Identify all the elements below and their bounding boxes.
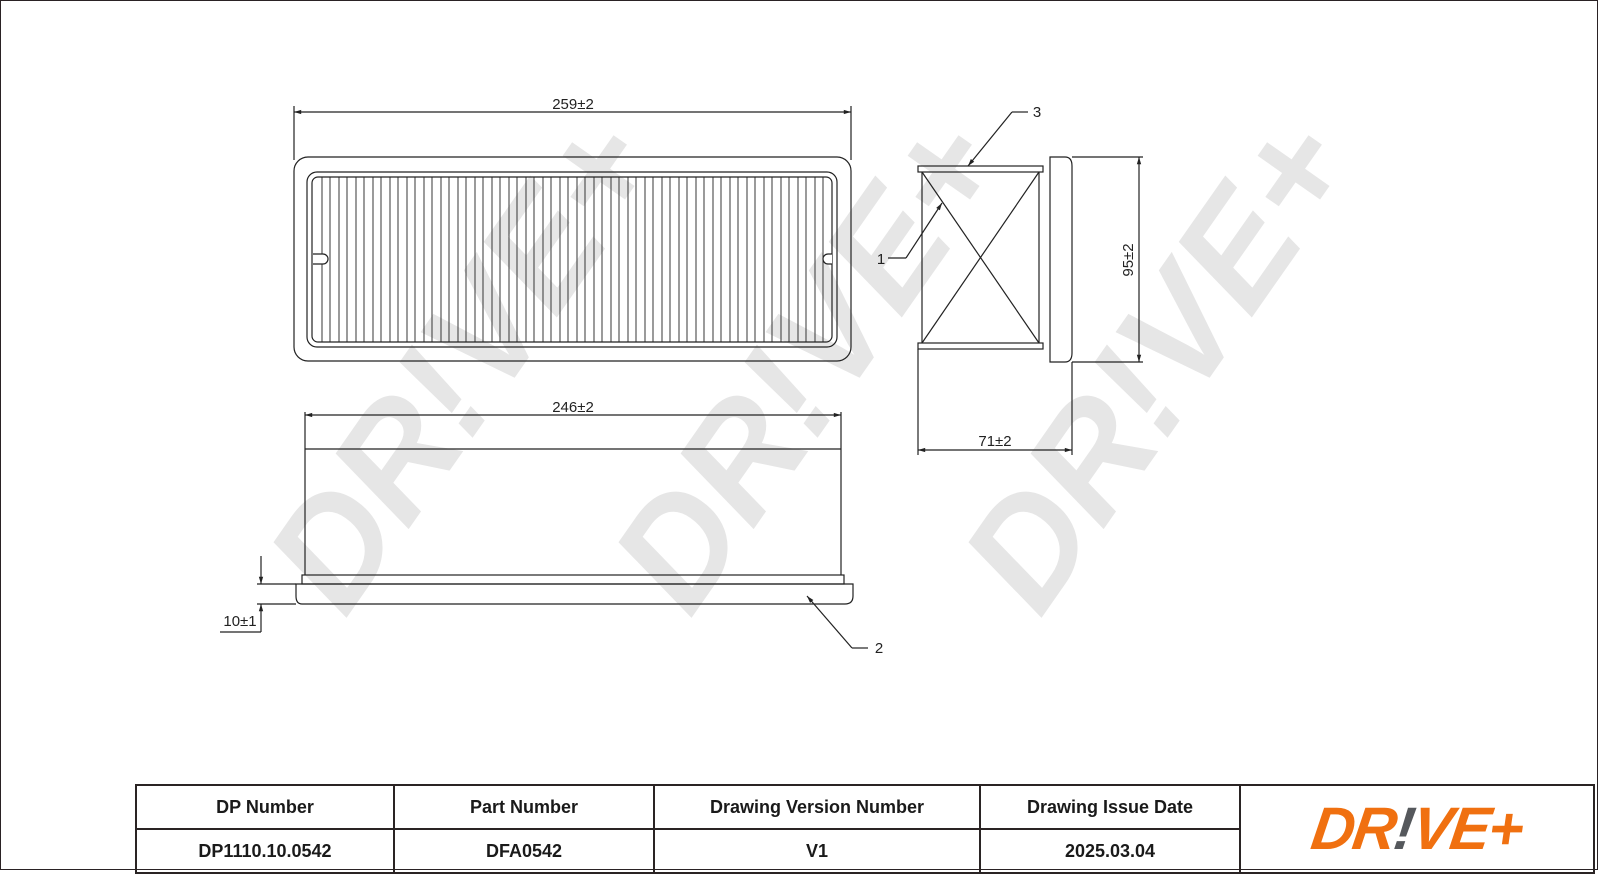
dim-flange: 10±1 (223, 613, 256, 630)
dim-side-length: 246±2 (552, 399, 594, 416)
top-view (293, 106, 852, 362)
value-part-number: DFA0542 (393, 828, 655, 874)
header-part-number: Part Number (393, 784, 655, 830)
value-issue-date: 2025.03.04 (979, 828, 1241, 874)
header-drawing-version: Drawing Version Number (653, 784, 981, 830)
drive-logo: DR!VE+ (1307, 795, 1526, 862)
header-issue-date: Drawing Issue Date (979, 784, 1241, 830)
end-view (888, 111, 1143, 455)
front-view (220, 412, 868, 649)
watermark-group: DR!VE+ DR!VE+ DR!VE+ (234, 88, 1385, 638)
header-dp-number: DP Number (135, 784, 395, 830)
logo-part1: DR (1307, 795, 1400, 862)
callout-1: 1 (877, 251, 885, 268)
title-block: DP Number Part Number Drawing Version Nu… (135, 784, 1595, 874)
logo-cell: DR!VE+ (1239, 784, 1595, 874)
dim-top-length: 259±2 (552, 96, 594, 113)
dim-depth: 71±2 (978, 433, 1011, 450)
callout-3: 3 (1033, 104, 1041, 121)
dim-height: 95±2 (1120, 243, 1137, 276)
callout-2: 2 (875, 640, 883, 657)
logo-part2: VE+ (1408, 795, 1527, 862)
value-drawing-version: V1 (653, 828, 981, 874)
value-dp-number: DP1110.10.0542 (135, 828, 395, 874)
